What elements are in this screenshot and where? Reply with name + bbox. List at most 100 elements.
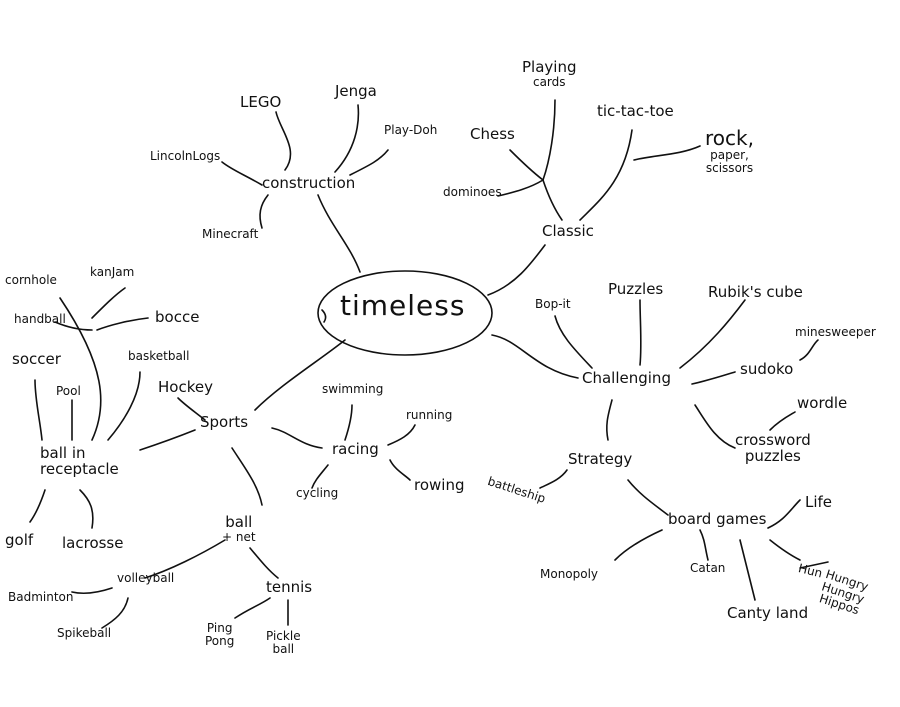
sudoko-label: sudoko	[740, 360, 794, 378]
line-ballnet-volleyball	[144, 539, 226, 579]
playing-cards-label: Playing cards	[522, 58, 577, 89]
line-boardgames-candyland	[739, 539, 756, 601]
line-racing-running	[387, 424, 416, 446]
handball-label: handball	[14, 312, 66, 326]
crossword-word: crossword	[735, 431, 811, 449]
line-challenging-crossword	[694, 404, 736, 449]
line-sudoko-minesweeper	[799, 339, 819, 361]
line-hub-bocce	[96, 317, 149, 331]
line-sports-ballreceptacle	[139, 429, 196, 451]
line-strategy-boardgames	[627, 479, 669, 516]
line-hub-chess	[509, 149, 544, 181]
oval-notch	[321, 309, 327, 323]
line-hub-handball	[54, 321, 93, 331]
basketball-label: basketball	[128, 349, 190, 363]
badminton-label: Badminton	[8, 590, 74, 604]
spikeball-label: Spikeball	[57, 626, 112, 640]
line-center-construction	[317, 194, 361, 273]
swimming-label: swimming	[322, 382, 384, 396]
line-boardgames-monopoly	[614, 529, 663, 561]
line-center-classic	[487, 244, 546, 296]
dominoes-label: dominoes	[443, 185, 502, 199]
pickle-ball-word: ball	[272, 641, 295, 656]
cycling-label: cycling	[296, 486, 339, 500]
line-receptacle-lacrosse	[79, 489, 94, 529]
line-strategy-battleship	[539, 469, 568, 489]
tictactoe-label: tic-tac-toe	[597, 102, 674, 120]
cornhole-label: cornhole	[5, 273, 57, 287]
playdoh-label: Play-Doh	[384, 123, 438, 137]
line-racing-rowing	[389, 459, 411, 481]
line-challenging-strategy	[605, 399, 613, 441]
strategy-branch: Strategy	[568, 450, 633, 468]
line-volleyball-badminton	[71, 587, 113, 595]
line-receptacle-golf	[29, 489, 46, 523]
crossword-puzzles-label: crossword puzzles	[735, 431, 811, 465]
paper-word: paper,	[710, 148, 749, 162]
ping-pong-label: Ping Pong	[205, 622, 234, 647]
line-boardgames-catan	[699, 529, 709, 561]
line-sports-hockey	[177, 397, 206, 421]
puzzles-word: puzzles	[744, 446, 801, 465]
line-center-challenging	[491, 334, 579, 379]
hockey-label: Hockey	[158, 378, 213, 396]
minecraft-label: Minecraft	[202, 227, 259, 241]
line-volleyball-spikeball	[101, 597, 129, 629]
line-classic-tictactoe	[579, 129, 633, 221]
construction-branch: construction	[262, 174, 356, 192]
jenga-label: Jenga	[335, 82, 377, 100]
golf-label: golf	[5, 531, 34, 549]
line-racing-cycling	[311, 464, 329, 489]
life-label: Life	[805, 493, 833, 511]
line-construction-minecraft	[259, 194, 269, 229]
sports-branch: Sports	[200, 413, 249, 431]
line-challenging-rubiks	[679, 299, 746, 369]
line-construction-jenga	[334, 104, 360, 173]
pool-label: Pool	[56, 384, 81, 398]
ball-net-branch: ball + net	[222, 514, 256, 544]
line-receptacle-soccer	[34, 379, 43, 441]
line-receptacle-cornhole	[59, 297, 102, 441]
kanjam-label: kanJam	[90, 265, 135, 279]
ball-in-word: ball in	[40, 444, 86, 462]
cards-word: cards	[532, 74, 566, 89]
lacrosse-label: lacrosse	[62, 534, 124, 552]
minesweeper-label: minesweeper	[795, 325, 876, 339]
rubiks-cube-label: Rubik's cube	[708, 283, 803, 301]
wordle-label: wordle	[797, 394, 848, 412]
rock-word: rock,	[705, 126, 754, 150]
line-boardgames-hippos	[769, 539, 801, 561]
pickle-ball-label: Pickle ball	[266, 630, 301, 655]
running-label: running	[406, 408, 453, 422]
board-games-branch: board games	[668, 510, 767, 528]
line-tictactoe-rock	[633, 145, 701, 161]
line-classic-hub	[542, 179, 563, 221]
soccer-label: soccer	[12, 350, 61, 368]
volleyball-label: volleyball	[117, 571, 175, 585]
playing-word: Playing	[522, 58, 577, 76]
line-challenging-bopit	[554, 315, 593, 369]
strike-line-hun	[799, 561, 829, 569]
line-hub-kanjam	[91, 287, 126, 319]
candyland-label: Canty land	[727, 604, 809, 622]
line-construction-lincolnlogs	[221, 161, 263, 186]
line-construction-playdoh	[349, 149, 389, 176]
classic-branch: Classic	[542, 222, 594, 240]
line-center-sports	[254, 339, 346, 411]
line-boardgames-life	[767, 499, 801, 529]
scissors-word: scissors	[705, 160, 754, 175]
lego-label: LEGO	[240, 93, 282, 111]
line-challenging-sudoko	[691, 371, 736, 385]
line-sports-ballnet	[231, 447, 263, 506]
chess-label: Chess	[470, 125, 515, 143]
pickle-word: Pickle	[266, 629, 301, 643]
lincolnlogs-label: LincolnLogs	[150, 149, 221, 163]
monopoly-label: Monopoly	[540, 567, 599, 581]
ball-in-receptacle-branch: ball in receptacle	[40, 444, 119, 478]
plus-net-word: + net	[222, 529, 256, 544]
bopit-label: Bop-it	[535, 297, 571, 311]
rock-paper-scissors-label: rock, paper, scissors	[705, 128, 754, 174]
bocce-label: bocce	[155, 308, 200, 326]
center-oval	[317, 270, 493, 356]
challenging-branch: Challenging	[582, 369, 671, 387]
